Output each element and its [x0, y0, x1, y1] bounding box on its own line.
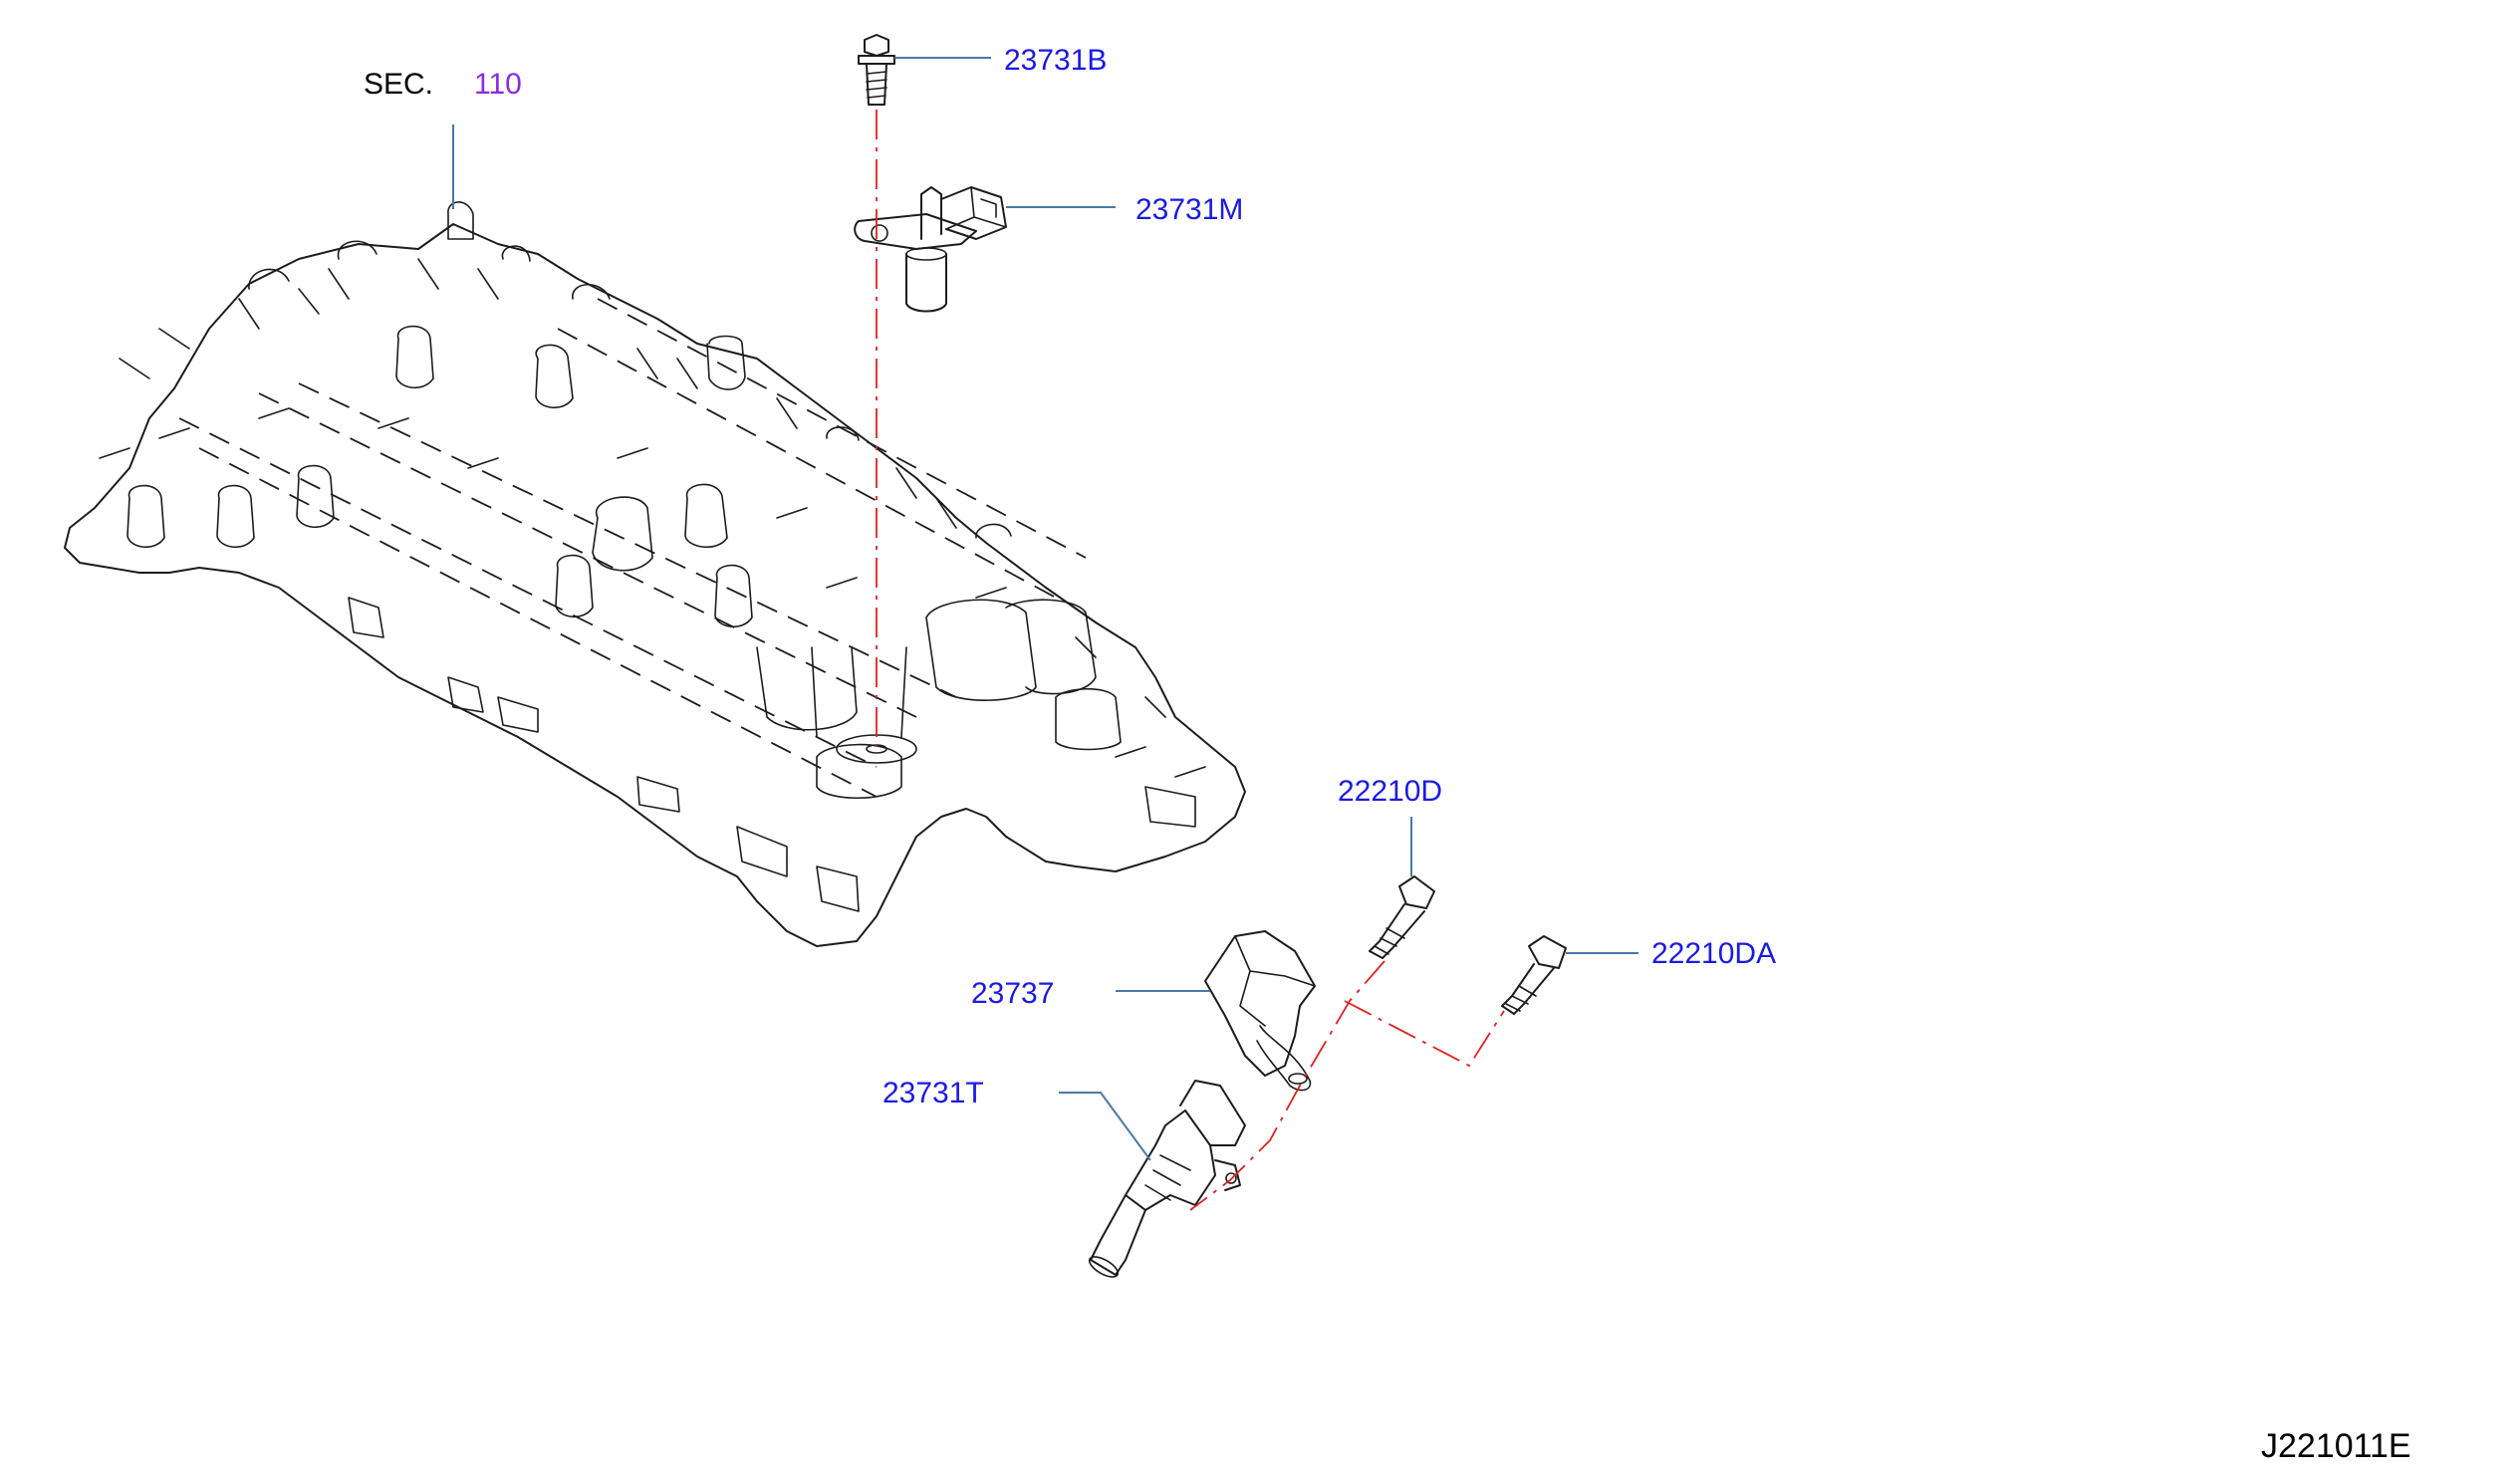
crank-sensor-23731t — [1088, 1080, 1246, 1278]
cam-sensor-23731m — [854, 186, 1007, 313]
diagram-code: J221011E — [2261, 1427, 2411, 1465]
part-label-22210da[interactable]: 22210DA — [1651, 937, 1777, 970]
part-label-23731t[interactable]: 23731T — [882, 1077, 984, 1109]
leader-lines — [452, 57, 1638, 1161]
assembly-center-lines — [876, 110, 1505, 1211]
part-label-23737[interactable]: 23737 — [971, 977, 1055, 1010]
part-label-23731b[interactable]: 23731B — [1004, 44, 1108, 77]
section-ref-link[interactable]: 110 — [474, 68, 522, 101]
part-label-22210d[interactable]: 22210D — [1338, 775, 1443, 808]
bracket-23737 — [1204, 930, 1316, 1092]
cylinder-head-illustration — [64, 201, 1246, 947]
bolt-22210da — [1501, 935, 1567, 1015]
bolt-22210d — [1369, 875, 1435, 959]
part-label-23731m[interactable]: 23731M — [1135, 193, 1244, 226]
section-ref-prefix: SEC. — [364, 68, 434, 101]
bolt-23731b — [858, 34, 895, 106]
